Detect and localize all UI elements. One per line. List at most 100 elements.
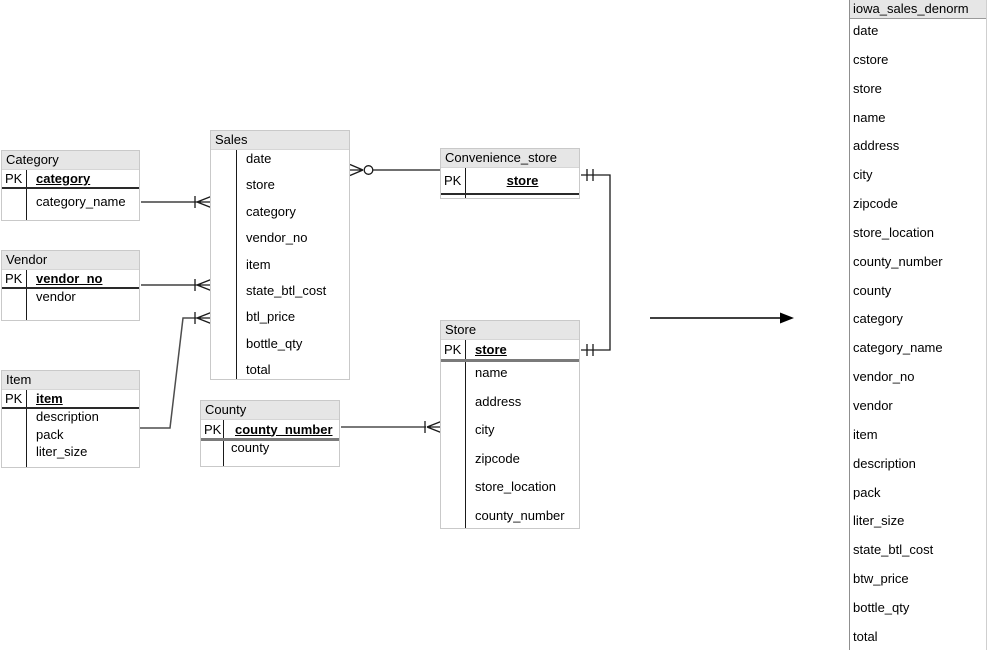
field-list: description pack liter_size	[2, 409, 139, 462]
pk-row: PK county_number	[201, 420, 339, 438]
field: liter_size	[36, 444, 88, 459]
pk-column-divider	[465, 168, 466, 198]
field: vendor_no	[246, 230, 308, 246]
pk-separator	[2, 407, 139, 409]
table-county[interactable]: County PK county_number county	[200, 400, 340, 467]
field: total	[853, 628, 878, 644]
field: date	[853, 23, 879, 38]
pk-separator	[2, 187, 139, 189]
table-title: iowa_sales_denorm	[850, 0, 986, 19]
table-body: PK store	[441, 168, 579, 198]
pk-separator	[201, 438, 339, 441]
pk-label: PK	[5, 391, 23, 406]
field: item	[246, 256, 271, 272]
rel-category-sales	[141, 195, 212, 209]
field: vendor	[36, 289, 76, 304]
field: city	[475, 422, 495, 438]
pk-label: PK	[444, 173, 462, 188]
table-title: Convenience_store	[441, 149, 579, 168]
field: cstore	[853, 51, 889, 67]
pk-row: PK vendor_no	[2, 270, 139, 287]
field: description	[36, 409, 99, 424]
field: vendor_no	[853, 369, 915, 385]
field: pack	[36, 426, 64, 442]
table-title: Vendor	[2, 251, 139, 270]
field: bottle_qty	[853, 599, 910, 615]
field: category_name	[36, 194, 126, 209]
field: address	[475, 393, 522, 409]
pk-label: PK	[5, 271, 23, 286]
field: address	[853, 138, 900, 154]
field: category	[853, 311, 903, 327]
table-title: Item	[2, 371, 139, 390]
pk-field: category	[36, 171, 91, 186]
pk-field: vendor_no	[36, 271, 103, 286]
table-title: Sales	[211, 131, 349, 150]
field: state_btl_cost	[246, 282, 327, 298]
pk-field: store	[475, 342, 507, 357]
pk-row: PK store	[441, 340, 579, 359]
rel-item-sales	[140, 311, 212, 429]
field: pack	[853, 484, 881, 500]
pk-field: county_number	[235, 421, 333, 437]
table-title: County	[201, 401, 339, 420]
rel-sales-convenience-store	[349, 163, 440, 177]
pk-row: PK category	[2, 170, 139, 187]
pk-separator	[441, 359, 579, 362]
field: total	[246, 362, 271, 378]
pk-column-divider	[26, 390, 27, 467]
field-list: date cstore store name address city zipcode sto…	[850, 20, 986, 650]
pk-column-divider	[26, 170, 27, 220]
field: zipcode	[853, 196, 898, 212]
pk-column-divider	[26, 270, 27, 320]
field: city	[853, 167, 873, 183]
table-body: PK item description pack liter_size	[2, 390, 139, 467]
pk-label: PK	[204, 421, 222, 437]
table-category[interactable]: Category PK category category_name	[1, 150, 140, 221]
field: zipcode	[475, 450, 520, 466]
table-item[interactable]: Item PK item description pack liter_size	[1, 370, 140, 468]
field-list: category_name	[2, 189, 139, 215]
table-body: PK category category_name	[2, 170, 139, 220]
table-iowa-sales-denorm[interactable]: iowa_sales_denorm date cstore store name add…	[849, 0, 987, 650]
field: date	[246, 151, 272, 166]
field: btl_price	[246, 309, 296, 325]
field: store_location	[853, 224, 934, 240]
pk-row: PK store	[441, 168, 579, 193]
field-list: county	[201, 441, 339, 457]
field: state_btl_cost	[853, 542, 934, 558]
rel-convenience-store-store	[581, 169, 611, 356]
pk-column-divider	[236, 150, 237, 379]
pk-label: PK	[5, 171, 23, 186]
field: county_number	[475, 507, 565, 523]
field: vendor	[853, 397, 893, 413]
table-vendor[interactable]: Vendor PK vendor_no vendor	[1, 250, 140, 321]
pk-field: item	[36, 391, 63, 406]
pk-separator	[2, 287, 139, 289]
table-body: PK vendor_no vendor	[2, 270, 139, 320]
field: store_location	[475, 479, 556, 495]
pk-row: PK item	[2, 390, 139, 407]
field: bottle_qty	[246, 335, 303, 351]
pk-column-divider	[465, 340, 466, 528]
table-convenience-store[interactable]: Convenience_store PK store	[440, 148, 580, 199]
field: county	[231, 440, 270, 455]
field: county_number	[853, 253, 943, 269]
rel-county-store	[341, 420, 442, 434]
field: liter_size	[853, 513, 905, 529]
field: store	[246, 177, 275, 193]
field: store	[853, 80, 882, 96]
field: category_name	[853, 340, 943, 356]
table-title: Category	[2, 151, 139, 170]
pk-field: store	[506, 173, 539, 188]
field-list: vendor	[2, 289, 139, 304]
field: name	[853, 109, 886, 125]
table-title: Store	[441, 321, 579, 340]
